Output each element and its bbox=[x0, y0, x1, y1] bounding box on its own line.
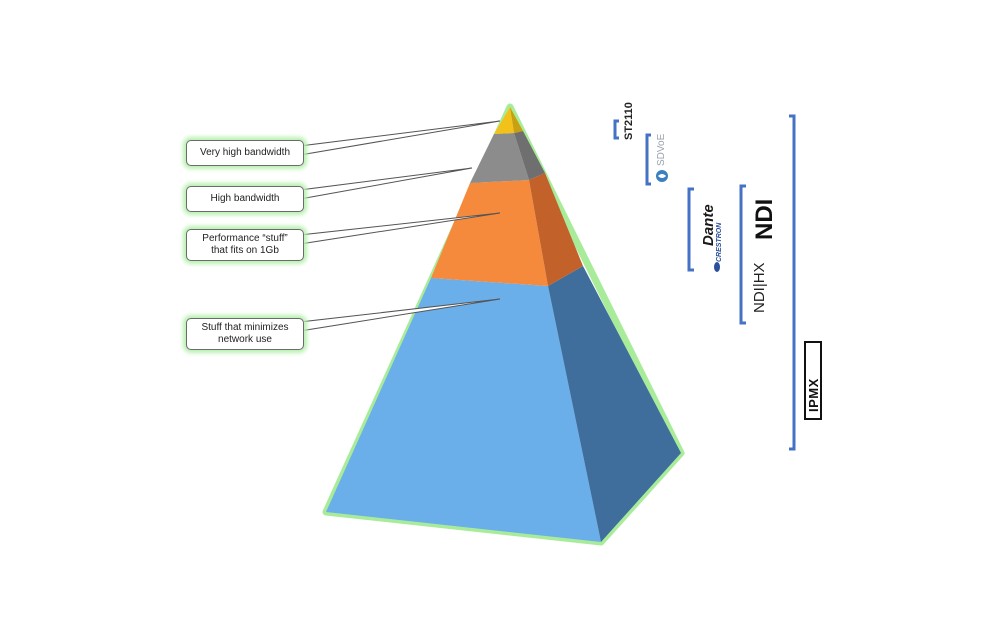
layer-minimize-front bbox=[326, 278, 601, 542]
bracket-ipmx bbox=[789, 114, 796, 451]
label-st2110: ST2110 bbox=[623, 102, 635, 140]
bracket-ndi bbox=[739, 184, 746, 325]
bracket-dante bbox=[687, 187, 694, 272]
crestron-logo-icon bbox=[714, 262, 720, 272]
pointer-high bbox=[299, 167, 473, 200]
callout-high: High bandwidth bbox=[186, 186, 304, 212]
layer-high-front bbox=[470, 133, 529, 183]
layer-performance-side bbox=[529, 173, 583, 286]
label-dante: Dante bbox=[700, 204, 717, 246]
label-crestron: CRESTRON bbox=[716, 222, 723, 262]
pointer-very-high bbox=[299, 120, 501, 156]
callout-performance: Performance “stuff” that fits on 1Gb bbox=[186, 229, 304, 261]
layer-very-high-side bbox=[510, 107, 523, 133]
layer-very-high-front bbox=[494, 107, 514, 134]
bracket-sdvoe bbox=[645, 133, 651, 186]
callout-minimize: Stuff that minimizes network use bbox=[186, 318, 304, 350]
ipmx-logo-box bbox=[804, 341, 822, 420]
label-ndi: NDI bbox=[751, 198, 778, 240]
callout-very-high: Very high bandwidth bbox=[186, 140, 304, 166]
layer-performance-front bbox=[431, 180, 548, 286]
bracket-st2110 bbox=[613, 119, 619, 140]
label-ipmx: IPMX bbox=[806, 378, 821, 412]
label-sdvoe: SDVoE bbox=[656, 133, 667, 166]
sdvoe-logo-mark-icon bbox=[658, 174, 666, 178]
layer-minimize-side bbox=[548, 266, 681, 542]
layer-high-side bbox=[514, 131, 545, 180]
label-ndi-hx: NDI|HX bbox=[751, 262, 768, 313]
